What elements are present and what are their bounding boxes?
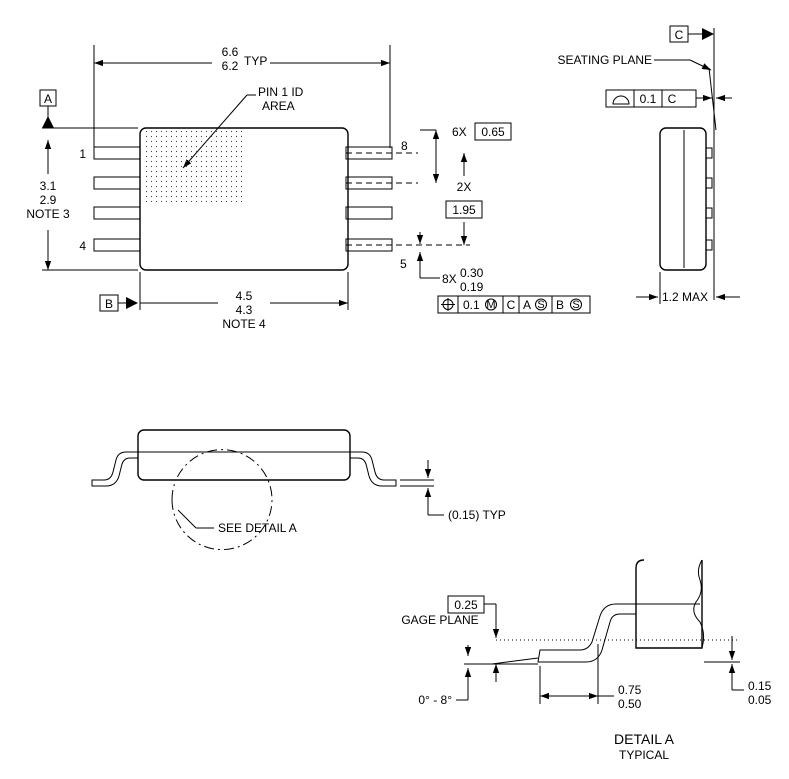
angle-label: 0° - 8° <box>418 693 452 707</box>
lead-4 <box>93 238 141 252</box>
detail-circle <box>171 449 273 551</box>
side-body <box>659 127 707 271</box>
detail-break-line <box>693 559 705 649</box>
seating-plane-label: SEATING PLANE <box>558 53 652 67</box>
fcf-tolerance: 0.1 <box>463 298 480 312</box>
datum-a-triangle <box>42 116 54 128</box>
package-body <box>139 127 349 271</box>
pitch-value: 0.65 <box>481 125 505 139</box>
datum-c-triangle <box>702 28 714 40</box>
pin-1-label: 1 <box>79 147 86 161</box>
detail-body <box>635 559 703 649</box>
standoff-min: 0.05 <box>748 693 772 707</box>
side-lead-4 <box>705 239 713 251</box>
lead-3 <box>93 206 141 220</box>
width-max-value: 6.6 <box>222 45 239 59</box>
length-min-value: 2.9 <box>40 193 57 207</box>
front-lead-right <box>350 451 397 487</box>
width-typ-label: TYP <box>244 54 267 68</box>
fcf-datum-c: C <box>507 298 516 312</box>
pitch-count: 6X <box>452 125 467 139</box>
pin-4-label: 4 <box>79 239 86 253</box>
detail-title: DETAIL A <box>614 731 675 747</box>
span-value: 1.95 <box>452 203 476 217</box>
foot-max: 0.75 <box>618 683 642 697</box>
mmc-icon <box>485 298 497 311</box>
gage-value: 0.25 <box>454 598 478 612</box>
svg-text:M: M <box>486 299 495 311</box>
side-lead-3 <box>705 207 713 219</box>
svg-text:S: S <box>572 299 579 311</box>
front-view: SEE DETAIL A (0.15) TYP <box>91 429 506 551</box>
front-lead-left <box>91 451 138 487</box>
body-width-note: NOTE 4 <box>222 317 266 331</box>
height-label: 1.2 MAX <box>662 290 708 304</box>
pitch-box <box>474 122 512 141</box>
front-body <box>137 429 351 481</box>
span-box <box>445 200 483 219</box>
detail-leader <box>177 509 197 529</box>
lead-width-max: 0.30 <box>460 266 484 280</box>
lead-1 <box>93 146 141 160</box>
body-width-max: 4.5 <box>236 289 253 303</box>
lead-2 <box>93 176 141 190</box>
lead-count: 8X <box>442 272 457 286</box>
rfs-icon-a <box>535 298 547 311</box>
side-lead-1 <box>705 147 713 159</box>
width-min-value: 6.2 <box>222 59 239 73</box>
flatness-value: 0.1 <box>640 92 657 106</box>
angle-slope <box>491 657 539 665</box>
detail-lead <box>537 603 636 663</box>
datum-c-label: C <box>675 28 684 42</box>
pin1-id-area <box>142 130 246 202</box>
span-count: 2X <box>457 180 472 194</box>
detail-a: 0.25 GAGE PLANE 0° - 8° 0.75 0.50 0.15 0… <box>401 559 772 762</box>
top-view: 6.6 6.2 TYP PIN 1 ID AREA A 3.1 2.9 NOTE… <box>26 45 591 331</box>
pin1-label-line1: PIN 1 ID <box>258 85 304 99</box>
seating-plane-leader-slope <box>708 67 717 131</box>
detail-subtitle: TYPICAL <box>619 748 669 762</box>
position-tolerance-frame: 0.1 M C A S B S <box>437 295 591 314</box>
fcf-datum-b: B <box>556 298 564 312</box>
flatness-datum: C <box>668 92 677 106</box>
lead-6 <box>345 206 393 220</box>
seating-plane-arrow <box>689 59 712 71</box>
pin-8-label: 8 <box>401 139 408 153</box>
side-lead-2 <box>705 177 713 189</box>
foot-min: 0.50 <box>618 697 642 711</box>
gage-label: GAGE PLANE <box>401 613 478 627</box>
pin-5-label: 5 <box>400 257 407 271</box>
detail-circle-gap <box>171 479 177 501</box>
fcf-datum-a: A <box>523 298 531 312</box>
body-width-min: 4.3 <box>236 303 253 317</box>
pin1-label-line2: AREA <box>262 99 295 113</box>
thickness-label: (0.15) TYP <box>448 508 506 522</box>
length-max-value: 3.1 <box>40 179 57 193</box>
profile-surface-icon <box>612 95 630 105</box>
datum-b-triangle <box>126 297 138 309</box>
rfs-icon-b <box>570 298 582 311</box>
datum-b-label: B <box>105 297 113 311</box>
side-view: C SEATING PLANE 0.1 C 1.2 MAX <box>558 25 740 304</box>
detail-callout: SEE DETAIL A <box>218 521 297 535</box>
standoff-max: 0.15 <box>748 679 772 693</box>
lead-width-min: 0.19 <box>460 280 484 294</box>
datum-a-label: A <box>44 92 52 106</box>
svg-text:S: S <box>537 299 544 311</box>
length-note: NOTE 3 <box>26 207 70 221</box>
